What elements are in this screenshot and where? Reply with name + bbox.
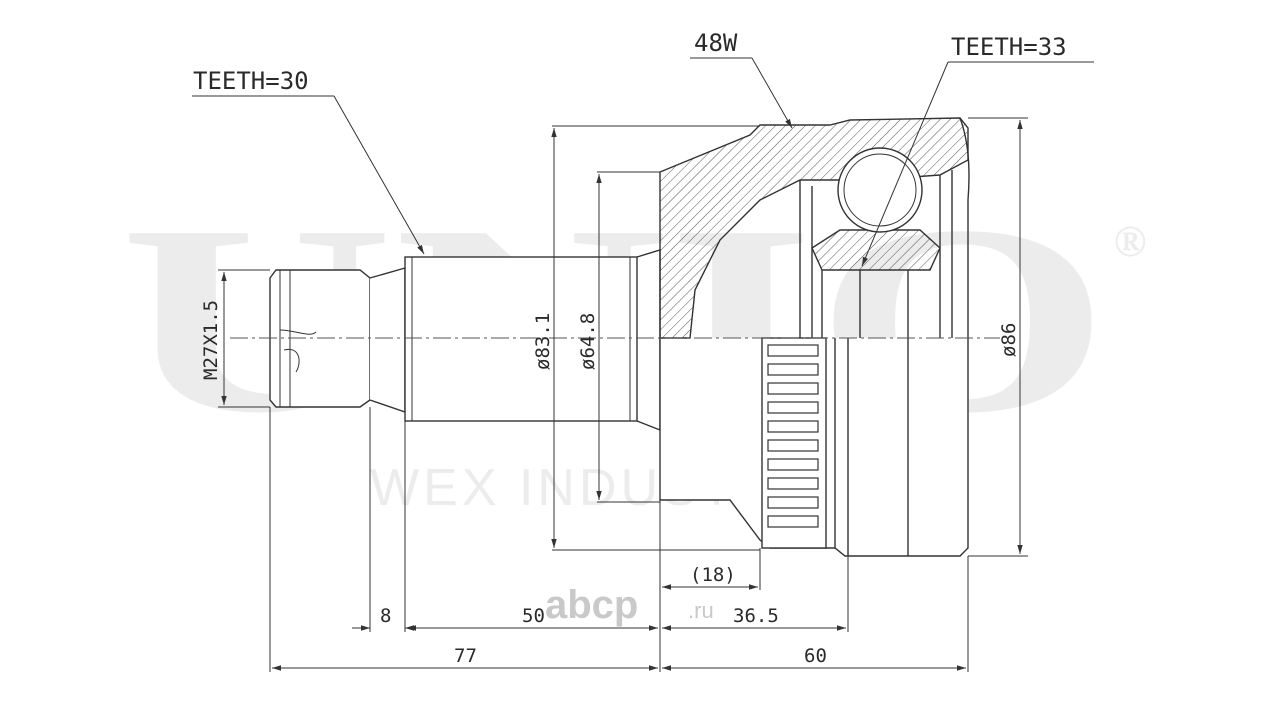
abcp-logo: abcp .ru bbox=[545, 583, 714, 627]
abs-tooth bbox=[767, 458, 819, 471]
abs-tooth bbox=[767, 515, 819, 528]
annotations: TEETH=30 48W TEETH=33 M27X1.5 ø83.1 ø64.… bbox=[193, 29, 1067, 667]
abs-tooth bbox=[767, 344, 819, 357]
outer-diameter-label: ø86 bbox=[998, 323, 1020, 357]
abcp-logo-suffix: .ru bbox=[688, 598, 714, 623]
abs-tooth bbox=[767, 477, 819, 490]
abs-tooth bbox=[767, 363, 819, 376]
abs-tooth bbox=[767, 496, 819, 509]
abs-tooth bbox=[767, 420, 819, 433]
shaft-length-label: 50 bbox=[522, 605, 545, 627]
thread-dimension-label: M27X1.5 bbox=[200, 300, 222, 380]
abs-tooth bbox=[767, 382, 819, 395]
stub-total-length-label: 77 bbox=[454, 645, 477, 667]
teeth-count-bell-label: TEETH=33 bbox=[951, 33, 1067, 61]
part-outline bbox=[269, 117, 970, 557]
abs-offset-length-label: (18) bbox=[690, 564, 736, 586]
shaft-diameter-label: ø83.1 bbox=[532, 313, 554, 370]
abs-teeth-label: 48W bbox=[694, 29, 738, 57]
seal-diameter-label: ø64.8 bbox=[577, 313, 599, 370]
watermark-registered: ® bbox=[1114, 217, 1147, 266]
abs-length-label: 36.5 bbox=[733, 605, 779, 627]
abs-tooth bbox=[767, 439, 819, 452]
neck-length-label: 8 bbox=[380, 605, 391, 627]
dimension-lines bbox=[192, 57, 1094, 672]
bell-length-label: 60 bbox=[804, 645, 827, 667]
abs-ring-teeth bbox=[767, 344, 819, 528]
abcp-logo-name: abcp bbox=[545, 583, 638, 627]
teeth-count-shaft-label: TEETH=30 bbox=[193, 67, 309, 95]
abs-tooth bbox=[767, 401, 819, 414]
